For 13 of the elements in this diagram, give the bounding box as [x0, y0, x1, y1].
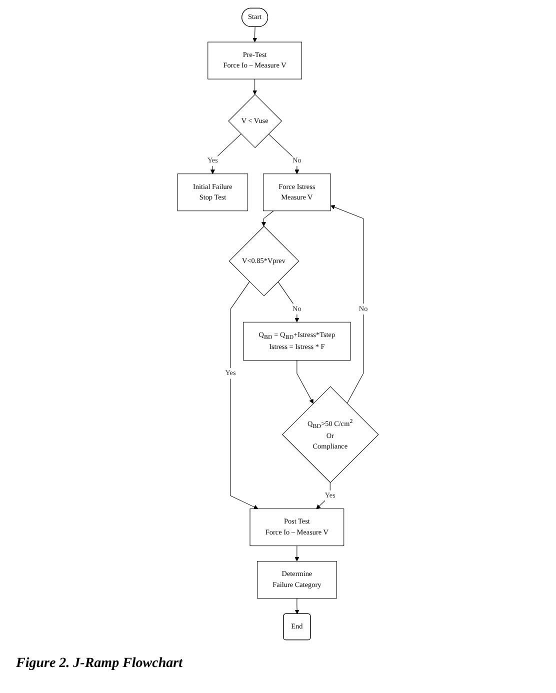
arrow: [278, 281, 300, 322]
arrow: [261, 210, 274, 226]
arrow: [296, 360, 314, 404]
arrow: [294, 598, 300, 614]
figure-caption: Figure 2. J-Ramp Flowchart: [16, 656, 182, 672]
arrow: [252, 26, 258, 42]
arrow: [316, 482, 330, 510]
arrow: [330, 205, 364, 404]
arrow: [294, 546, 300, 562]
arrow: [252, 78, 258, 95]
arrow: [230, 281, 258, 510]
arrow: [268, 134, 300, 174]
arrow: [210, 134, 242, 174]
